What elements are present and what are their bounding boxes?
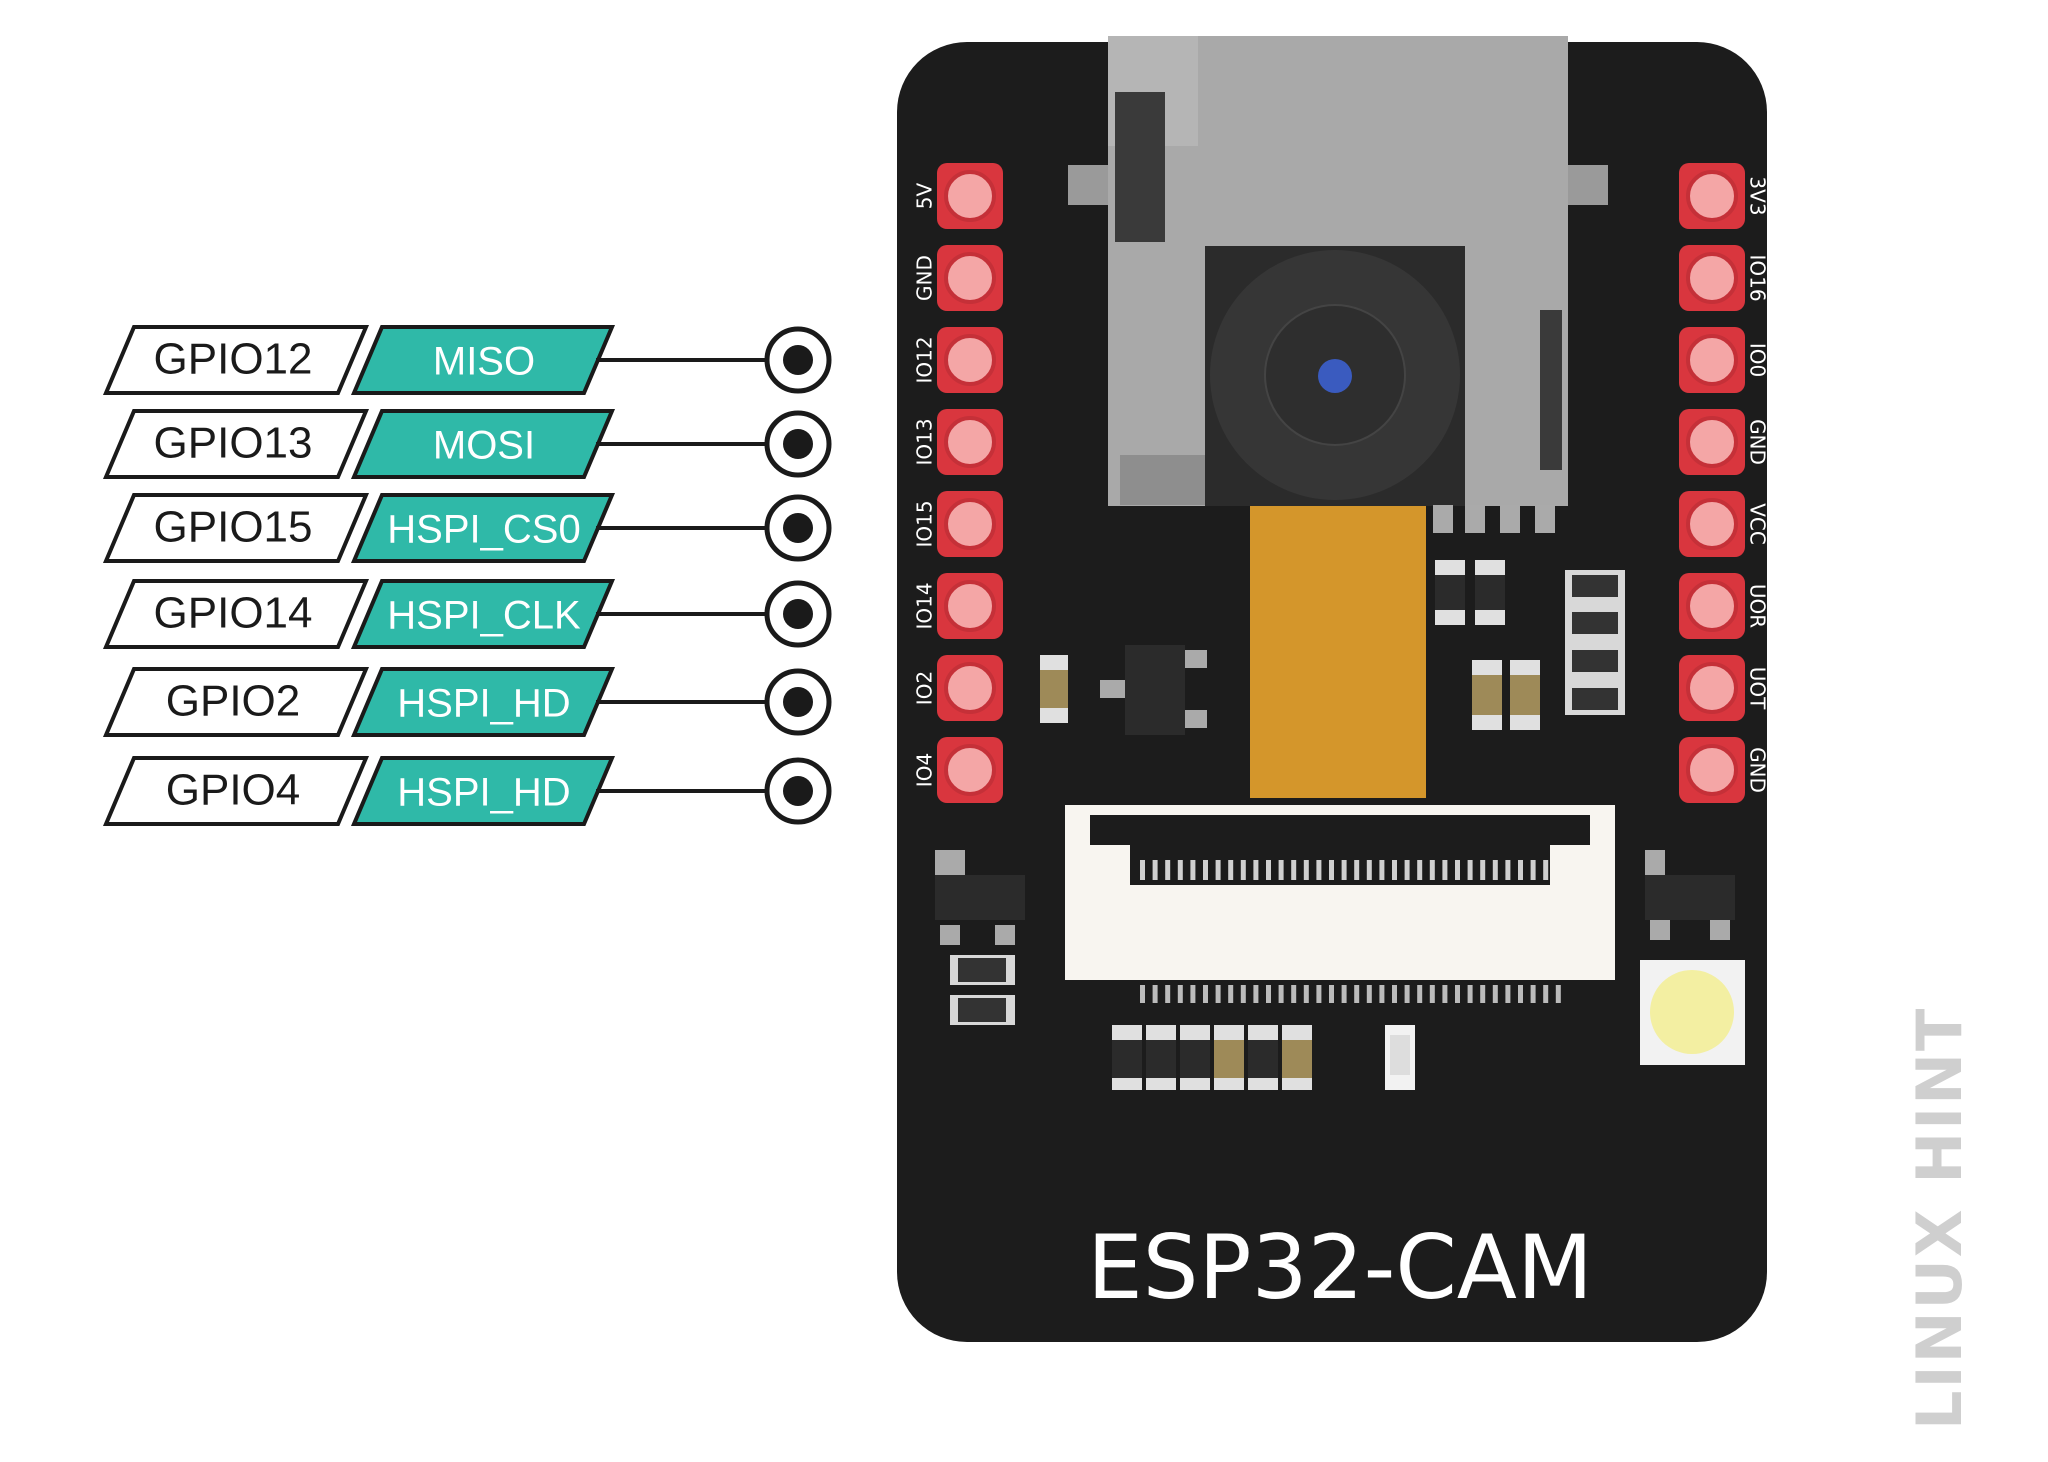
- function-label-text: MISO: [433, 340, 535, 384]
- watermark: LINUX HINT: [1903, 1006, 1976, 1430]
- pin-label-row: GPIO4 HSPI_HD: [102, 756, 832, 826]
- pin-label-row: GPIO2 HSPI_HD: [102, 667, 832, 737]
- pin-label-row: GPIO14 HSPI_CLK: [102, 579, 832, 649]
- function-label-box: [350, 579, 616, 649]
- header-pin: GND: [1679, 409, 1770, 475]
- pin-silkscreen-label: GND: [913, 255, 937, 301]
- header-pin: GND: [913, 245, 1003, 311]
- board-title: ESP32-CAM: [1087, 1216, 1593, 1319]
- header-pin: IO4: [913, 737, 1003, 803]
- pin-silkscreen-label: GND: [1746, 747, 1770, 793]
- header-pin: VCC: [1679, 491, 1770, 557]
- gpio-label-text: GPIO15: [154, 503, 313, 552]
- pin-label-row: GPIO13 MOSI: [102, 409, 832, 479]
- header-pin: IO14: [913, 573, 1003, 639]
- header-pin: 5V: [913, 163, 1003, 229]
- function-label-box: [350, 409, 616, 479]
- pin-silkscreen-label: 5V: [913, 182, 937, 209]
- gpio-label-box: [102, 579, 370, 649]
- header-pin: IO13: [913, 409, 1003, 475]
- connector-terminal-dot: [783, 345, 813, 375]
- function-label-box: [350, 325, 616, 395]
- header-pin: UOT: [1679, 655, 1770, 721]
- pin-silkscreen-label: IO4: [913, 753, 937, 787]
- pin-silkscreen-label: UOT: [1746, 667, 1770, 710]
- header-pin: IO16: [1679, 245, 1770, 311]
- pin-silkscreen-label: IO16: [1746, 254, 1770, 301]
- connector-terminal-dot: [783, 776, 813, 806]
- pin-silkscreen-label: IO12: [913, 336, 937, 383]
- gpio-label-text: GPIO4: [166, 766, 301, 815]
- header-pin: IO0: [1679, 327, 1770, 393]
- gpio-label-box: [102, 667, 370, 737]
- pin-label-row: GPIO15 HSPI_CS0: [102, 493, 832, 563]
- function-label-text: HSPI_HD: [397, 771, 570, 815]
- header-pin: 3V3: [1679, 163, 1770, 229]
- camera-sensor: [1318, 359, 1352, 393]
- camera-module: [1205, 246, 1465, 798]
- function-label-box: [350, 667, 616, 737]
- gpio-label-text: GPIO13: [154, 419, 313, 468]
- pin-silkscreen-label: IO0: [1746, 343, 1770, 377]
- function-label-text: HSPI_CLK: [387, 594, 581, 638]
- function-label-text: HSPI_CS0: [387, 508, 580, 552]
- header-pin: IO12: [913, 327, 1003, 393]
- function-label-box: [350, 756, 616, 826]
- gpio-label-box: [102, 493, 370, 563]
- function-label-text: MOSI: [433, 424, 535, 468]
- pin-silkscreen-label: VCC: [1746, 503, 1770, 545]
- fpc-connector: [1065, 805, 1615, 1003]
- smd-components: [1040, 505, 1625, 735]
- gpio-label-box: [102, 756, 370, 826]
- pin-silkscreen-label: GND: [1746, 419, 1770, 465]
- header-pin: IO15: [913, 491, 1003, 557]
- pin-silkscreen-label: 3V3: [1746, 176, 1770, 215]
- connector-terminal-dot: [783, 513, 813, 543]
- pin-silkscreen-label: IO15: [913, 500, 937, 547]
- gpio-label-box: [102, 325, 370, 395]
- pin-silkscreen-label: IO14: [913, 582, 937, 629]
- function-label-text: HSPI_HD: [397, 682, 570, 726]
- pin-silkscreen-label: IO13: [913, 418, 937, 465]
- function-label-box: [350, 493, 616, 563]
- gpio-label-text: GPIO2: [166, 677, 301, 726]
- header-pin: IO2: [913, 655, 1003, 721]
- gpio-label-text: GPIO14: [154, 589, 313, 638]
- connector-terminal-dot: [783, 429, 813, 459]
- header-pin: GND: [1679, 737, 1770, 803]
- header-pin: UOR: [1679, 573, 1770, 639]
- gpio-label-box: [102, 409, 370, 479]
- spi-pin-labels: GPIO12 MISO GPIO13 MOSI GPIO15 HSPI_CS0GPIO14…: [102, 325, 832, 826]
- bottom-components: [935, 850, 1745, 1090]
- camera-ribbon: [1250, 506, 1426, 798]
- gpio-label-text: GPIO12: [154, 335, 313, 384]
- pin-silkscreen-label: IO2: [913, 671, 937, 705]
- connector-terminal-dot: [783, 599, 813, 629]
- pin-label-row: GPIO12 MISO: [102, 325, 832, 395]
- connector-terminal-dot: [783, 687, 813, 717]
- pin-silkscreen-label: UOR: [1746, 584, 1770, 628]
